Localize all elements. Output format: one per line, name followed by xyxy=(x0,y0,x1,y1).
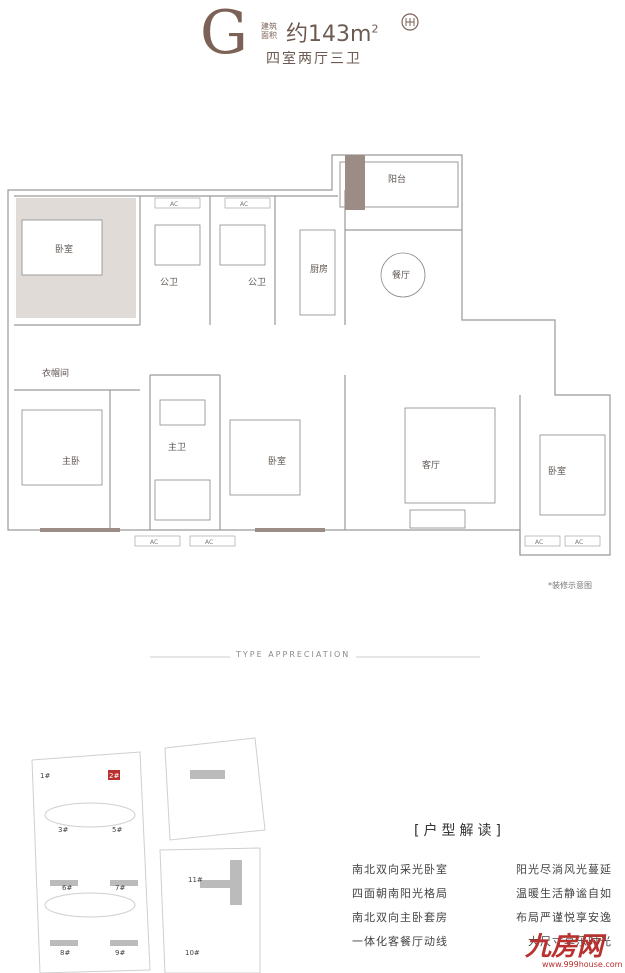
decoration-note: *装修示意图 xyxy=(548,581,592,590)
feature-row: 南北双向采光卧室 阳光尽淌风光蔓延 xyxy=(352,858,612,882)
ac-units: AC AC AC AC AC AC xyxy=(134,197,601,547)
building-label: 11# xyxy=(188,876,203,884)
header: G 建筑面积 约143m2 四室两厅三卫 xyxy=(0,0,625,80)
room-master-bath: 主卫 xyxy=(168,441,186,453)
watermark-url: www.999house.com xyxy=(542,960,623,969)
building-label: 1# xyxy=(40,772,50,780)
room-dining: 餐厅 xyxy=(392,269,410,281)
building-label-highlight: 2# xyxy=(109,772,119,780)
area-tag: 建筑面积 xyxy=(261,22,277,40)
window-strips xyxy=(40,155,365,532)
feature-left: 四面朝南阳光格局 xyxy=(352,887,448,900)
room-public-bath-2: 公卫 xyxy=(248,277,266,288)
ac-label: AC xyxy=(535,539,543,546)
ac-label: AC xyxy=(575,539,583,546)
site-map: 1# 2# 3# 5# 6# 7# 8# 9# 10# 11# xyxy=(31,737,266,973)
walls xyxy=(7,154,611,556)
room-living: 客厅 xyxy=(422,459,440,471)
room-kitchen: 厨房 xyxy=(310,263,328,275)
brand-seal-icon xyxy=(401,13,419,31)
feature-row: 四面朝南阳光格局 温暖生活静谧自如 xyxy=(352,882,612,906)
building-label: 6# xyxy=(62,884,72,892)
feature-left: 南北双向采光卧室 xyxy=(352,863,448,876)
ac-label: AC xyxy=(205,539,213,546)
building-label: 9# xyxy=(115,949,125,957)
ac-label: AC xyxy=(240,201,248,208)
furniture xyxy=(21,219,606,529)
room-balcony: 阳台 xyxy=(388,173,406,185)
area-unit: 2 xyxy=(371,22,379,36)
balcony-area xyxy=(339,161,459,208)
feature-right: 布局严谨悦享安逸 xyxy=(516,911,612,924)
ac-label: AC xyxy=(150,539,158,546)
feature-right: 温暖生活静谧自如 xyxy=(516,887,612,900)
building-label: 8# xyxy=(60,949,70,957)
layout-name: 四室两厅三卫 xyxy=(266,51,362,67)
feature-right: 阳光尽淌风光蔓延 xyxy=(516,863,612,876)
building-label: 10# xyxy=(185,949,200,957)
features-title: [户型解读] xyxy=(414,823,505,839)
feature-left: 一体化客餐厅动线 xyxy=(352,935,448,948)
room-bedroom-east: 卧室 xyxy=(548,465,566,477)
room-closet: 衣帽间 xyxy=(42,367,69,379)
feature-left: 南北双向主卧套房 xyxy=(352,911,448,924)
room-bedroom-center: 卧室 xyxy=(268,455,286,467)
feature-row: 南北双向主卧套房 布局严谨悦享安逸 xyxy=(352,906,612,930)
floor-plan: AC AC AC AC AC AC 阳台 卧室 公卫 公卫 厨房 餐厅 衣帽间 … xyxy=(7,154,611,556)
room-bedroom-nw: 卧室 xyxy=(55,243,73,255)
room-public-bath-1: 公卫 xyxy=(160,277,178,288)
watermark-logo: 九房网 xyxy=(525,932,604,962)
features-list: 南北双向采光卧室 阳光尽淌风光蔓延 四面朝南阳光格局 温暖生活静谧自如 南北双向… xyxy=(352,858,612,954)
feature-right: 大尺寸享乐时光 xyxy=(528,935,612,948)
ac-label: AC xyxy=(170,201,178,208)
area-number: 约143m xyxy=(286,22,372,47)
building-label: 7# xyxy=(115,884,125,892)
building-label: 3# xyxy=(58,826,68,834)
area-value: 约143m2 xyxy=(286,16,378,48)
building-label: 5# xyxy=(112,826,122,834)
feature-row: 一体化客餐厅动线 大尺寸享乐时光 xyxy=(352,930,612,954)
room-master-bedroom: 主卧 xyxy=(62,455,80,467)
type-letter: G xyxy=(200,0,248,68)
appreciation-text: TYPE APPRECIATION xyxy=(230,650,357,659)
